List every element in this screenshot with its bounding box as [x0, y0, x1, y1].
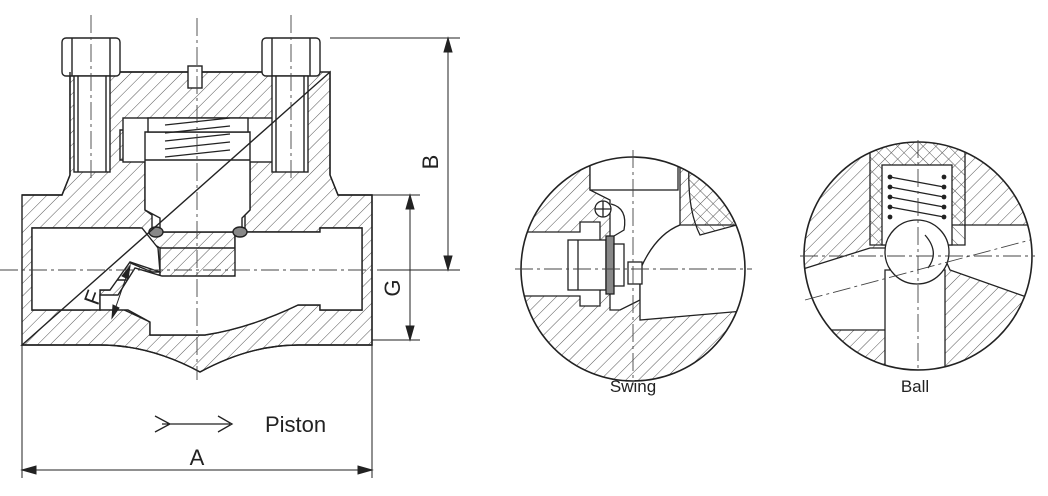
flow-direction-arrow-icon	[154, 415, 234, 433]
dimension-lines	[20, 36, 460, 478]
ball	[884, 219, 950, 285]
swing-detail: Swing	[515, 150, 752, 396]
spring	[164, 117, 231, 158]
swing-caption: Swing	[610, 377, 656, 396]
seat-ring-left	[148, 226, 164, 238]
seat-ring-right	[232, 226, 248, 238]
ball-caption: Ball	[901, 377, 929, 396]
center-lines	[0, 15, 395, 380]
dimension-a-label: A	[190, 445, 205, 470]
dimension-b-label: B	[418, 155, 443, 170]
dimension-g-label: G	[380, 279, 405, 296]
body-outline	[20, 70, 373, 373]
ball-detail: Ball	[800, 140, 1035, 396]
piston	[144, 131, 251, 233]
piston-caption: Piston	[265, 412, 326, 437]
valve-bore	[31, 227, 161, 311]
valve-bore-right	[99, 227, 363, 336]
vent-plug	[187, 65, 203, 89]
